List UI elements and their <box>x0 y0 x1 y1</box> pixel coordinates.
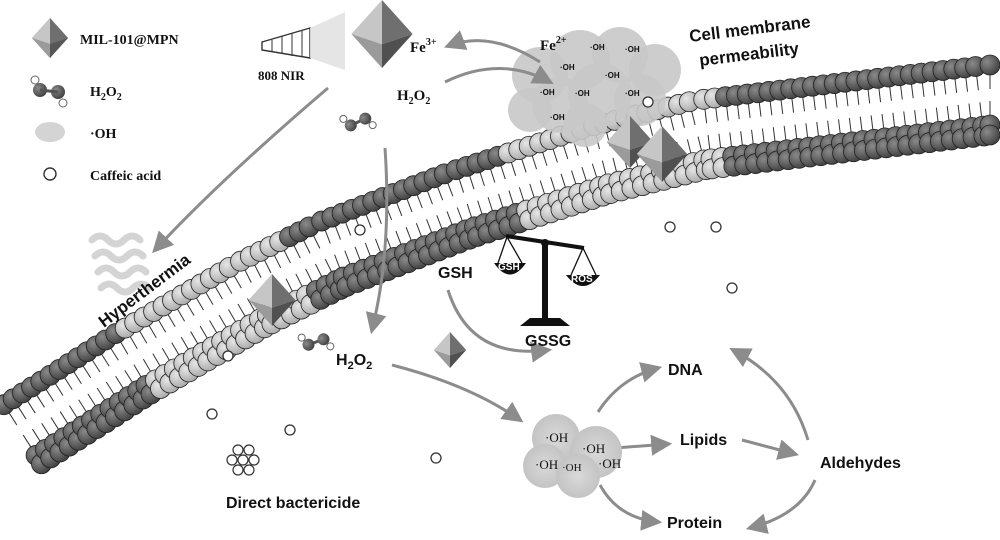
arrow-oh-to-lipids <box>614 434 673 456</box>
octahedron-nir-target <box>351 0 413 68</box>
lipids-label: Lipids <box>680 432 727 449</box>
gssg-label: GSSG <box>525 333 571 350</box>
legend-caffeic-acid-circle-icon <box>43 167 57 181</box>
protein-label: Protein <box>667 515 722 532</box>
oh-label-2: ·OH <box>582 441 605 456</box>
oh-label-top: ·OH <box>605 71 620 80</box>
cell-membrane-permeability-label-line2: permeability <box>698 39 800 70</box>
oh-label-top: ·OH <box>625 89 640 98</box>
arrow-nir-to-hyperthermia <box>152 86 329 254</box>
caffeic-acid-circles <box>206 96 738 464</box>
oh-label-top: ·OH <box>625 45 640 54</box>
arrow-gsh-to-gssg <box>446 289 553 363</box>
arrow-fe2-to-fe3 <box>444 30 541 64</box>
h2o2-molecule-mid <box>297 333 335 351</box>
phospholipid-pair <box>269 231 322 315</box>
aldehydes-label: Aldehydes <box>820 455 901 472</box>
oh-label-4: ·OH <box>562 462 582 474</box>
oh-label-3: ·OH <box>535 457 558 472</box>
arrow-oh-to-protein <box>598 484 663 531</box>
legend-label-mil101: MIL-101@MPN <box>80 33 179 48</box>
nir-label: 808 NIR <box>258 68 305 83</box>
caffeic-acid-circle <box>222 350 234 362</box>
scale-right-label: ROS <box>571 274 593 285</box>
reaction-arrows <box>152 30 817 534</box>
h2o2-molecules <box>297 112 377 351</box>
oh-label-5: ·OH <box>598 456 621 471</box>
caffeic-acid-circle <box>710 221 722 233</box>
arrow-h2o2-downward <box>365 147 389 335</box>
oh-label-1: ·OH <box>545 430 568 445</box>
octahedron-gsh <box>433 332 467 368</box>
fe3-label: Fe3+ <box>410 37 437 56</box>
h2o2-top-label: H2O2 <box>397 88 430 107</box>
octahedron-membrane-2 <box>636 126 688 182</box>
arrow-lipids-to-aldehydes <box>741 438 800 460</box>
direct-bactericide-label: Direct bactericide <box>226 495 360 512</box>
legend-label-h2o2: H2O2 <box>90 85 122 103</box>
arrow-aldehydes-to-protein <box>745 479 817 534</box>
nir-laser-icon <box>261 12 345 70</box>
caffeic-acid-circle <box>354 224 366 236</box>
arrow-aldehydes-to-dna <box>729 348 810 441</box>
h2o2-mid-label: H2O2 <box>336 352 372 372</box>
arrow-oh-to-dna <box>596 362 663 413</box>
caffeic-acid-circle <box>664 221 676 233</box>
heat-waves-icon <box>88 232 153 296</box>
oh-label-top: ·OH <box>560 63 575 72</box>
caffeic-acid-circle <box>642 96 654 108</box>
legend-label-oh: ·OH <box>90 127 117 142</box>
legend-octahedron-icon <box>32 18 68 58</box>
oh-label-top: ·OH <box>575 89 590 98</box>
caffeic-acid-circle <box>206 408 218 420</box>
caffeic-acid-circle <box>284 424 296 436</box>
caffeic-acid-circle <box>430 452 442 464</box>
mil101-nanoparticles <box>248 0 688 368</box>
octahedron-membrane-1 <box>606 116 654 168</box>
legend-label-caffeic: Caffeic acid <box>90 169 161 184</box>
dna-label: DNA <box>668 362 703 379</box>
gsh-label: GSH <box>438 265 473 282</box>
h2o2-molecule-top <box>339 112 377 132</box>
oh-label-top: ·OH <box>590 43 605 52</box>
scale-left-label: GSH <box>498 262 520 273</box>
oh-label-top: ·OH <box>540 88 555 97</box>
arrow-h2o2-to-cloud <box>444 64 554 84</box>
legend-hydroxyl-cloud-icon <box>35 122 65 142</box>
hydroxyl-cluster <box>523 414 622 498</box>
caffeic-acid-circle <box>726 282 738 294</box>
hydroxyl-cloud-top: ·OH ·OH ·OH ·OH ·OH ·OH ·OH ·OH <box>508 27 681 147</box>
caffeic-acid-cluster <box>226 444 260 476</box>
balance-scale-icon <box>494 234 600 326</box>
legend-h2o2-molecule-icon <box>30 75 68 108</box>
oh-label-top: ·OH <box>550 113 565 122</box>
fe2-label: Fe2+ <box>540 35 567 54</box>
arrow-h2o2-to-oh <box>391 363 524 423</box>
legend: MIL-101@MPN H2O2 ·OH Caffeic acid <box>30 18 179 184</box>
phospholipid-pair <box>979 54 1000 146</box>
